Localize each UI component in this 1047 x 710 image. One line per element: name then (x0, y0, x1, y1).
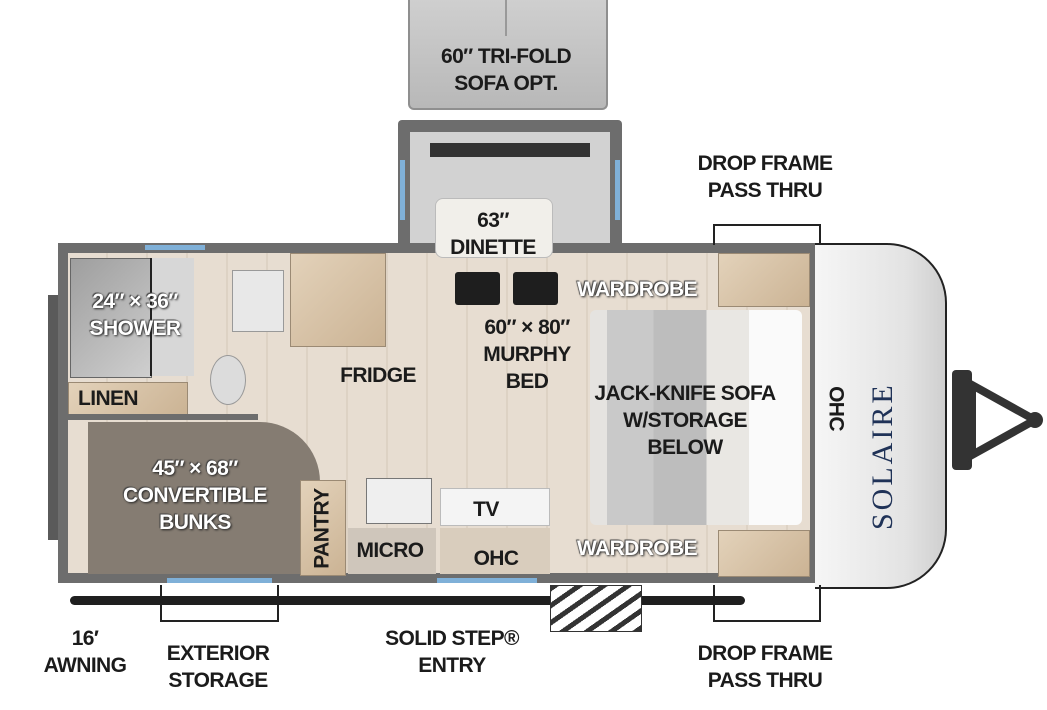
awning-label: 16′AWNING (43, 627, 127, 677)
linen-cabinet (68, 382, 188, 416)
shower-label: 24″ × 36″SHOWER (89, 290, 182, 340)
wardrobe-top-label: WARDROBE (576, 278, 698, 301)
fridge-cabinet (290, 253, 386, 347)
slideout-window-right (615, 160, 620, 220)
tri-fold-sofa (408, 0, 608, 110)
dinette-chair (513, 272, 558, 305)
bath-wall (68, 414, 258, 420)
rear-window-top (145, 245, 205, 250)
wardrobe-top (718, 253, 810, 307)
slideout-window-left (400, 160, 405, 220)
fridge-label: FRIDGE (340, 364, 416, 387)
hitch-icon (950, 365, 1045, 475)
dinette-chair (455, 272, 500, 305)
linen-label: LINEN (77, 387, 139, 410)
microwave-cabinet (348, 528, 436, 574)
front-cap (815, 243, 947, 589)
svg-text:SOLAIRE: SOLAIRE (870, 382, 899, 530)
wardrobe-bottom (718, 530, 810, 577)
kitchen-ohc (440, 528, 550, 574)
bath-sink (232, 270, 284, 332)
pantry-cabinet (300, 480, 346, 576)
bunk-window (167, 578, 272, 583)
micro-label: MICRO (356, 539, 425, 562)
sofa-seat-divider (505, 0, 507, 36)
dinette-table (435, 198, 553, 258)
bath-partition (150, 258, 194, 376)
tv-label: TV (473, 498, 499, 521)
rear-wall-panel (48, 295, 58, 540)
toilet (210, 355, 246, 405)
solid-step-label: SOLID STEP®ENTRY (385, 627, 519, 677)
wardrobe-bottom-label: WARDROBE (576, 537, 698, 560)
pass-thru-top-marker (713, 224, 821, 245)
shower-stall (70, 258, 152, 378)
dinette-backrest (430, 143, 590, 157)
kitchen-window (437, 578, 537, 583)
tv-counter (440, 488, 550, 526)
jack-knife-sofa (590, 310, 802, 525)
front-ohc-label: OHC (824, 386, 848, 431)
awning-bar[interactable] (70, 596, 745, 605)
solaire-logo: SOLAIRE (866, 300, 900, 530)
pantry-label: PANTRY (310, 488, 334, 569)
solid-step-entry[interactable] (550, 585, 642, 632)
convertible-bunks (88, 422, 320, 574)
kitchen-ohc-label: OHC (473, 547, 519, 570)
dinette-label: 63″DINETTE (450, 209, 536, 259)
stove (366, 478, 432, 524)
